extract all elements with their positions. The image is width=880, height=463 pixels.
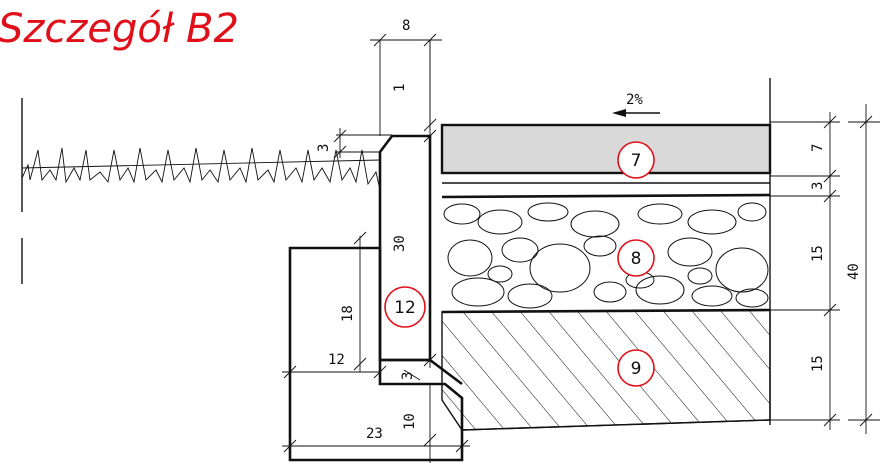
aggregate-stone (687, 267, 713, 285)
callout-12: 12 (384, 286, 426, 328)
aggregate-stone (570, 210, 620, 238)
dim-foundation: 18 12 10 23 (282, 231, 470, 463)
aggregate-stone (635, 275, 685, 305)
dim-reveal-label: 1 (392, 84, 408, 92)
aggregate-stone (487, 265, 513, 283)
dim-curb-width: 8 (370, 18, 442, 136)
callout-9: 9 (617, 349, 655, 387)
aggregate-stone (737, 202, 767, 222)
callout-7-label: 7 (631, 151, 642, 171)
layer-9-subgrade (441, 309, 771, 431)
aggregate-stone (593, 281, 627, 303)
aggregate-stone (715, 247, 769, 293)
layer-8-aggregate (443, 202, 769, 309)
dim-foundation-lower-label: 10 (402, 413, 418, 430)
dim-layer-9-label: 15 (810, 355, 826, 372)
dim-chamfer: 3 (316, 128, 347, 159)
aggregate-stone (583, 235, 617, 257)
dim-curb-gap-label: 3 (400, 372, 416, 380)
dim-layer-chain: 7 3 15 15 40 (770, 104, 880, 434)
callout-9-label: 9 (631, 359, 642, 379)
aggregate-stone (637, 203, 683, 225)
dim-curb-width-label: 8 (402, 18, 410, 34)
drawing-title: Szczegół B2 (0, 6, 239, 52)
dim-total-depth-label: 40 (846, 263, 862, 280)
aggregate-stone (451, 277, 505, 307)
callout-7: 7 (617, 141, 655, 179)
dim-curb-vertical: 1 30 3 (392, 40, 437, 381)
layer-7-surface (440, 123, 772, 175)
aggregate-stone (667, 237, 713, 267)
aggregate-stone (447, 239, 493, 277)
dim-layer-7-label: 7 (810, 144, 826, 152)
aggregate-stone (507, 283, 553, 309)
dim-chamfer-label: 3 (316, 144, 332, 152)
callout-8: 8 (617, 239, 655, 277)
dim-foundation-upper-label: 18 (340, 305, 356, 322)
slope-indicator: 2% (612, 92, 660, 117)
aggregate-stone (527, 202, 569, 222)
slope-label: 2% (626, 92, 643, 108)
aggregate-stone (477, 209, 523, 235)
dim-foundation-step-label: 12 (328, 352, 345, 368)
aggregate-stone (529, 243, 591, 293)
aggregate-stone (735, 288, 769, 308)
dim-layer-gap-label: 3 (810, 182, 826, 190)
aggregate-stone (501, 237, 539, 263)
callout-8-label: 8 (631, 249, 642, 269)
dim-curb-height-label: 30 (392, 235, 408, 252)
aggregate-stone (443, 203, 481, 225)
dim-foundation-width-label: 23 (366, 426, 383, 442)
dim-layer-8-label: 15 (810, 245, 826, 262)
aggregate-stone (687, 209, 737, 235)
aggregate-stone (691, 285, 733, 307)
grass-area (21, 98, 381, 284)
callout-12-label: 12 (394, 298, 416, 318)
